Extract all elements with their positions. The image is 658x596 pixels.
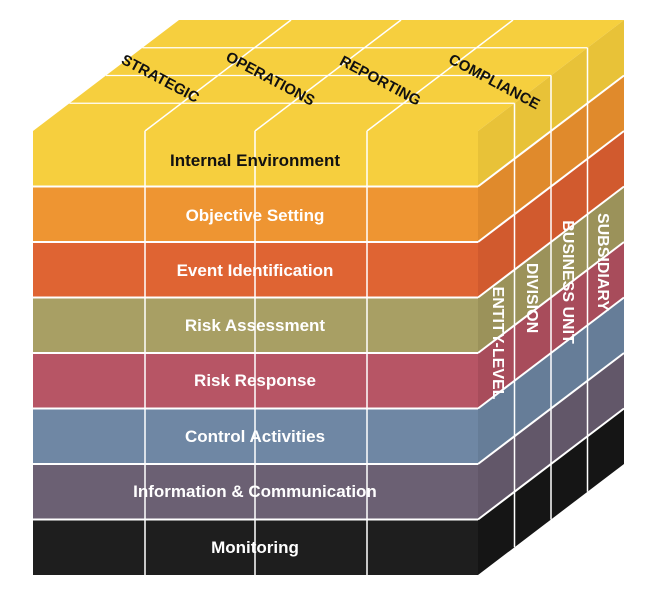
side-label-entity-level: ENTITY-LEVEL	[489, 287, 506, 400]
front-labels: Internal Environment Objective Setting E…	[133, 151, 377, 557]
side-label-subsidiary: SUBSIDIARY	[594, 213, 611, 311]
side-label-business-unit: BUSINESS UNIT	[559, 220, 576, 344]
side-label-division: DIVISION	[523, 263, 540, 333]
top-face	[33, 19, 624, 132]
layer-label-objective-setting: Objective Setting	[186, 206, 325, 225]
side-face	[477, 20, 625, 575]
layer-label-event-identification: Event Identification	[177, 261, 334, 280]
front-face	[33, 131, 478, 575]
side-labels: ENTITY-LEVEL DIVISION BUSINESS UNIT SUBS…	[489, 213, 611, 400]
layer-label-risk-assessment: Risk Assessment	[185, 316, 326, 335]
layer-label-monitoring: Monitoring	[211, 538, 299, 557]
layer-label-internal-environment: Internal Environment	[170, 151, 340, 170]
layer-label-risk-response: Risk Response	[194, 371, 316, 390]
layer-label-information-communication: Information & Communication	[133, 482, 377, 501]
layer-label-control-activities: Control Activities	[185, 427, 325, 446]
